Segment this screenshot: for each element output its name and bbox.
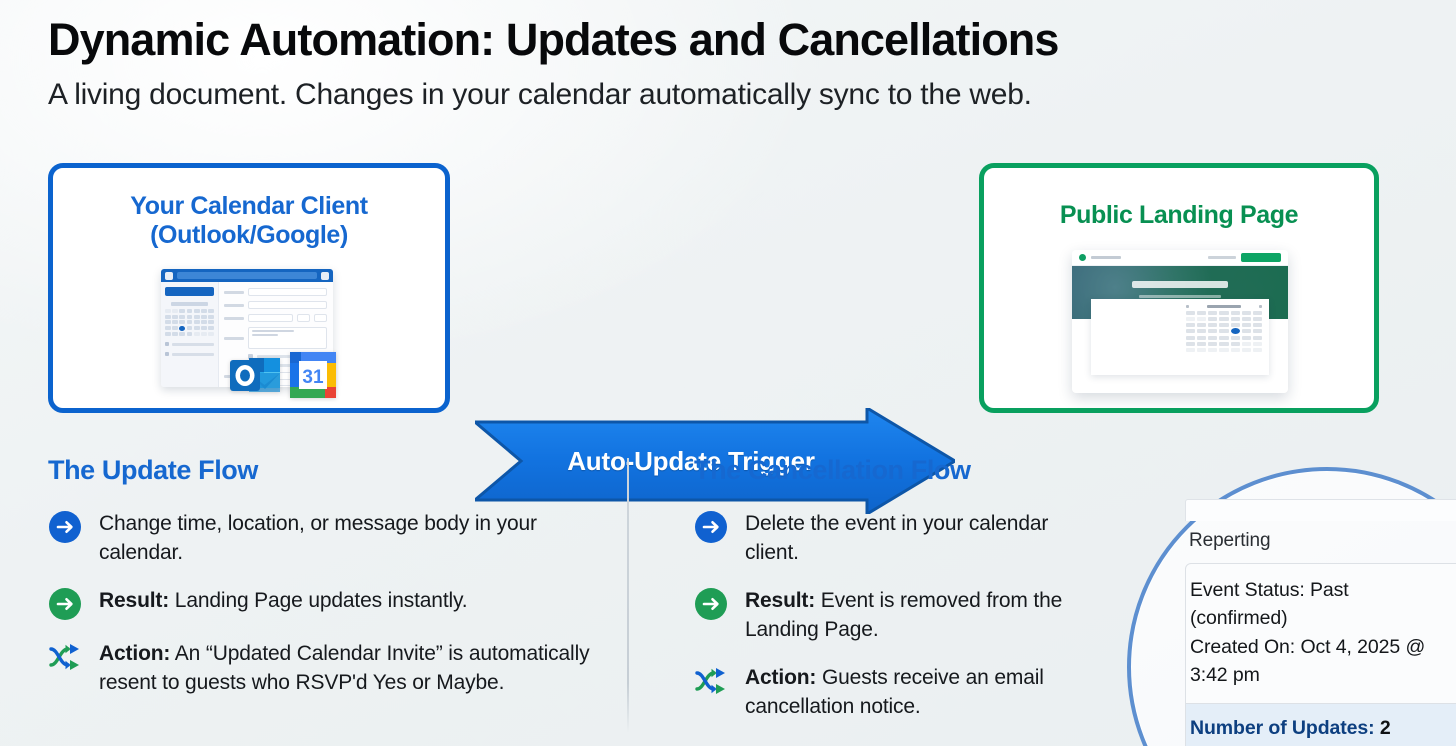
window-menu-icon xyxy=(165,271,173,280)
calendar-next-icon[interactable] xyxy=(1259,305,1262,308)
page-header: Dynamic Automation: Updates and Cancella… xyxy=(48,14,1388,112)
callout-line-created-on: Created On: Oct 4, 2025 @ xyxy=(1190,635,1426,658)
callout-line-confirmed: (confirmed) xyxy=(1190,607,1288,630)
window-search-bar xyxy=(177,272,317,279)
new-event-button xyxy=(165,287,214,296)
public-landing-page-mock xyxy=(1072,250,1288,393)
page-subtitle: A living document. Changes in your calen… xyxy=(48,77,1032,111)
cancellation-flow-item-1-text: Delete the event in your calendar client… xyxy=(745,512,1049,564)
arrow-circle-blue-icon xyxy=(695,511,727,543)
arrow-circle-green-icon xyxy=(49,587,81,620)
page-title: Dynamic Automation: Updates and Cancella… xyxy=(48,14,1059,65)
target-card-landing-page: Public Landing Page xyxy=(979,163,1379,413)
update-flow-item-3: Action: An “Updated Calendar Invite” is … xyxy=(99,639,608,698)
cancellation-flow-item-3-text: Guests receive an email cancellation not… xyxy=(745,665,1044,718)
update-flow-title: The Update Flow xyxy=(48,455,259,485)
arrow-circle-blue-icon xyxy=(49,511,81,543)
callout-status-box: Event Status: Past (confirmed) Created O… xyxy=(1185,563,1456,705)
outlook-calendar-compose-window-mock xyxy=(161,269,333,387)
landing-nav xyxy=(1072,250,1288,266)
hero-subtitle-line1 xyxy=(1139,295,1221,298)
column-divider xyxy=(627,458,629,733)
calendar-sidebar xyxy=(161,282,219,387)
calendar-app-logos: 31 xyxy=(228,348,340,406)
flows-section: The Update Flow Change time, location, o… xyxy=(0,455,1456,746)
cancellation-flow-item-2-label: Result: xyxy=(745,588,816,612)
source-card-calendar-client: Your Calendar Client (Outlook/Google) xyxy=(48,163,450,413)
reporting-magnifier-callout: Reperting Event Status: Past (confirmed)… xyxy=(1127,467,1456,746)
brand-name xyxy=(1091,256,1121,259)
hero-title xyxy=(1132,281,1228,288)
update-flow-item-1-text: Change time, location, or message body i… xyxy=(99,512,537,564)
list-item: Change time, location, or message body i… xyxy=(48,509,608,568)
update-flow-item-2-label: Result: xyxy=(99,588,170,612)
event-form xyxy=(219,282,333,387)
shuffle-icon xyxy=(695,667,725,694)
callout-tab-bar xyxy=(1185,499,1456,521)
callout-updates-value: 2 xyxy=(1379,717,1391,740)
nav-link xyxy=(1208,256,1236,259)
google-calendar-day-number: 31 xyxy=(302,367,324,388)
cancellation-flow-title: The Cancellation Flow xyxy=(694,455,971,485)
google-calendar-logo: 31 xyxy=(290,352,336,398)
brand-logo-icon xyxy=(1079,254,1086,261)
update-flow-item-3-text: An “Updated Calendar Invite” is automati… xyxy=(99,641,590,694)
diagram-cards-row: Your Calendar Client (Outlook/Google) xyxy=(0,163,1456,517)
calendar-month-label xyxy=(1207,305,1241,308)
update-flow-item-2-text: Landing Page updates instantly. xyxy=(169,588,468,612)
cancellation-flow-item-3: Action: Guests receive an email cancella… xyxy=(745,663,1094,722)
target-card-heading: Public Landing Page xyxy=(1059,201,1299,229)
window-avatar-icon xyxy=(321,271,329,280)
callout-line-event-status: Event Status: Past xyxy=(1190,579,1349,601)
list-item: Delete the event in your calendar client… xyxy=(694,509,1094,568)
mini-calendar-grid xyxy=(165,309,214,336)
list-item: Result: Event is removed from the Landin… xyxy=(694,586,1094,645)
cancellation-flow-item-2-text: Event is removed from the Landing Page. xyxy=(745,588,1063,641)
update-flow-column: The Update Flow Change time, location, o… xyxy=(48,455,608,716)
cancellation-flow-item-2: Result: Event is removed from the Landin… xyxy=(745,586,1094,645)
callout-section-label: Reperting xyxy=(1189,530,1271,551)
arrow-circle-green-icon xyxy=(695,587,727,620)
event-calendar-column xyxy=(1186,305,1262,369)
source-card-heading-line2: (Outlook/Google) xyxy=(150,221,348,249)
callout-line-created-time: 3:42 pm xyxy=(1190,663,1260,686)
calendar-grid xyxy=(1186,311,1262,352)
callout-updates-label: Number of Updates: xyxy=(1190,717,1375,740)
source-card-heading: Your Calendar Client (Outlook/Google) xyxy=(53,168,445,250)
shuffle-icon xyxy=(49,643,79,670)
update-flow-item-3-label: Action: xyxy=(99,641,171,665)
callout-content: Reperting Event Status: Past (confirmed)… xyxy=(1185,499,1456,746)
calendar-selected-day[interactable] xyxy=(1230,328,1240,334)
cta-button xyxy=(1241,253,1281,262)
callout-updates-row: Number of Updates: 2 xyxy=(1185,704,1456,746)
cancellation-flow-column: The Cancellation Flow Delete the event i… xyxy=(694,455,1094,740)
event-details-column xyxy=(1098,305,1186,369)
list-item: Action: An “Updated Calendar Invite” is … xyxy=(48,639,608,698)
source-card-heading-line1: Your Calendar Client xyxy=(130,192,368,220)
calendar-prev-icon[interactable] xyxy=(1186,305,1189,308)
cancellation-flow-item-3-label: Action: xyxy=(745,665,817,689)
outlook-logo xyxy=(230,358,280,392)
list-item: Action: Guests receive an email cancella… xyxy=(694,663,1094,722)
update-flow-item-2: Result: Landing Page updates instantly. xyxy=(99,586,468,616)
event-detail-panel xyxy=(1091,299,1269,375)
list-item: Result: Landing Page updates instantly. xyxy=(48,586,608,621)
mini-calendar-month-label xyxy=(171,302,208,306)
